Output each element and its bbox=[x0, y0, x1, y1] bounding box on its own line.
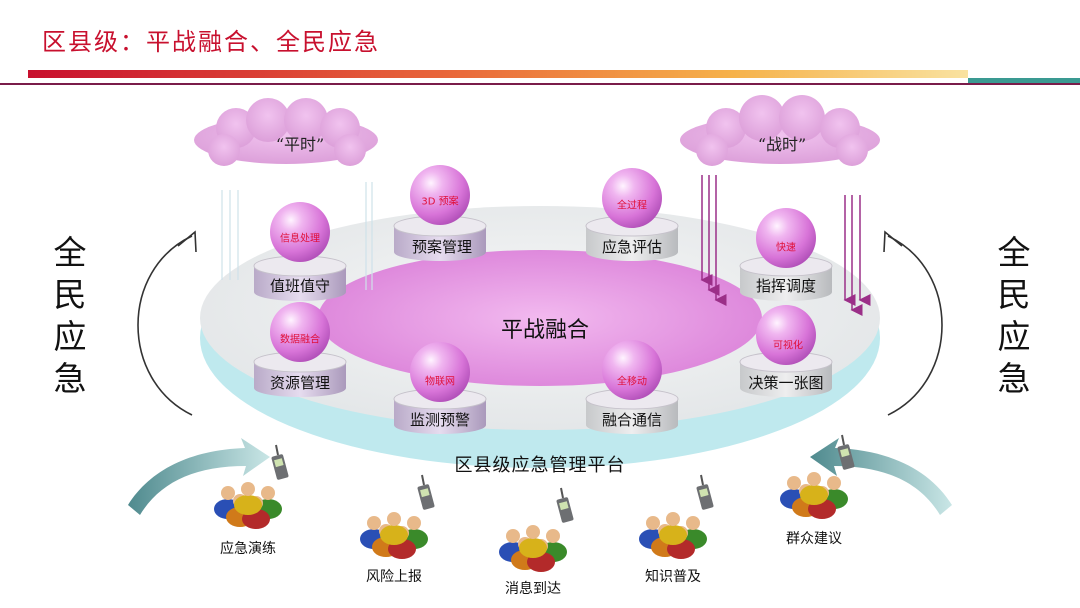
module-label-decision: 决策一张图 bbox=[748, 374, 824, 392]
module-label-assessment: 应急评估 bbox=[601, 238, 663, 256]
module-assessment bbox=[585, 168, 679, 261]
module-duty bbox=[253, 202, 347, 301]
module-label-duty: 值班值守 bbox=[269, 277, 331, 295]
people-label-risk: 风险上报 bbox=[366, 569, 422, 585]
ball-tag-iot: 物联网 bbox=[425, 376, 455, 388]
phone-icon bbox=[837, 434, 855, 470]
module-ball-communication bbox=[602, 340, 662, 400]
header-stripe bbox=[0, 70, 1080, 85]
module-ball-assessment bbox=[602, 168, 662, 228]
people-icon-drill bbox=[214, 444, 289, 529]
left-side-text: 全民应急 bbox=[53, 233, 87, 398]
right-side-text: 全民应急 bbox=[997, 233, 1031, 398]
phone-icon bbox=[556, 487, 574, 523]
left-upward-arrow bbox=[128, 438, 270, 515]
ball-tag-mobile: 全移动 bbox=[617, 376, 647, 388]
module-communication bbox=[585, 340, 679, 434]
wartime-flow-arrows bbox=[700, 175, 871, 316]
platform-label: 区县级应急管理平台 bbox=[454, 455, 626, 476]
module-ball-monitoring bbox=[410, 342, 470, 402]
people-icon-message bbox=[499, 487, 574, 572]
module-ball-decision bbox=[756, 305, 816, 365]
ball-tag-process: 全过程 bbox=[617, 200, 647, 212]
people-icon-risk bbox=[360, 474, 435, 559]
ball-tag-info: 信息处理 bbox=[280, 233, 320, 245]
peacetime-cloud bbox=[194, 98, 378, 166]
phone-icon bbox=[271, 444, 289, 480]
module-label-monitoring: 监测预警 bbox=[409, 411, 471, 429]
peacetime-flow-lines bbox=[221, 182, 373, 290]
people-icon-suggestion bbox=[780, 434, 855, 519]
people-label-drill: 应急演练 bbox=[220, 541, 276, 557]
module-label-resource: 资源管理 bbox=[269, 374, 331, 392]
module-group bbox=[253, 165, 833, 434]
ball-tag-data: 数据融合 bbox=[280, 334, 320, 346]
peacetime-label: “平时” bbox=[275, 135, 325, 154]
phone-icon bbox=[696, 474, 714, 510]
ball-tag-fast: 快速 bbox=[776, 242, 796, 254]
module-label-command: 指挥调度 bbox=[755, 277, 817, 295]
module-command bbox=[739, 208, 833, 301]
module-plan bbox=[393, 165, 487, 261]
page-title: 区县级：平战融合、全民应急 bbox=[42, 28, 380, 56]
phone-icon bbox=[417, 474, 435, 510]
people-group bbox=[214, 434, 855, 572]
people-label-message: 消息到达 bbox=[505, 581, 561, 597]
ball-tag-visual: 可视化 bbox=[773, 340, 803, 352]
people-icon-knowledge bbox=[639, 474, 714, 559]
people-label-suggestion: 群众建议 bbox=[786, 531, 842, 547]
module-ball-resource bbox=[270, 302, 330, 362]
center-label: 平战融合 bbox=[500, 318, 590, 343]
right-cycle-arrow bbox=[883, 230, 943, 416]
module-monitoring bbox=[393, 342, 487, 434]
module-label-plan: 预案管理 bbox=[411, 238, 473, 256]
ball-tag-3d: 3D 预案 bbox=[421, 196, 459, 208]
module-ball-plan bbox=[410, 165, 470, 225]
module-resource bbox=[253, 302, 347, 397]
module-label-communication: 融合通信 bbox=[601, 411, 663, 429]
people-label-knowledge: 知识普及 bbox=[645, 569, 701, 585]
module-decision bbox=[739, 305, 833, 397]
module-ball-duty bbox=[270, 202, 330, 262]
wartime-cloud bbox=[680, 95, 880, 166]
module-ball-command bbox=[756, 208, 816, 268]
left-cycle-arrow bbox=[137, 230, 197, 416]
wartime-label: “战时” bbox=[757, 135, 807, 154]
